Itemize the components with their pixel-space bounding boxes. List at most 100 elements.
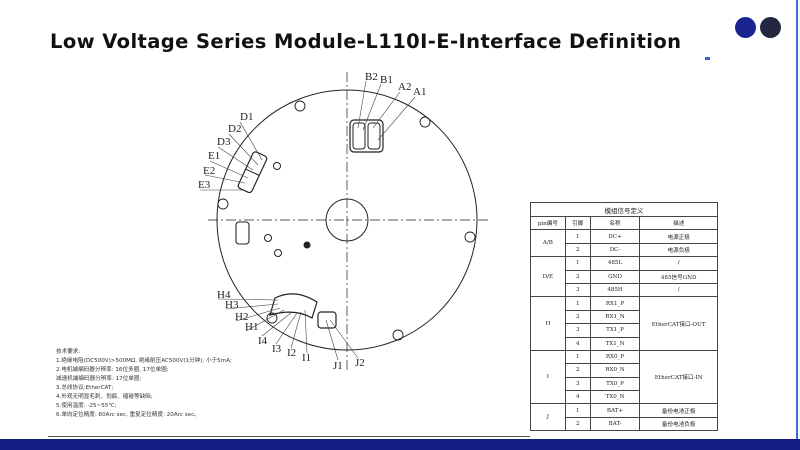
note-line: 1.绝缘电阻(DC500V)>500MΩ, 绝缘耐压AC500V(1分钟), 小… (56, 358, 232, 364)
signal-name: DC- (589, 242, 641, 258)
signal-name: 485H (589, 282, 641, 298)
label-b1: B1 (380, 74, 393, 86)
note-line: 3.总线协议:EtherCAT; (56, 385, 114, 391)
label-e3: E3 (198, 179, 211, 191)
accent-mark (705, 57, 710, 60)
label-i2: I2 (287, 347, 296, 359)
label-i1: I1 (302, 352, 311, 364)
signal-desc: EtherCAT接口-OUT (639, 296, 718, 351)
note-line: 6.单向定位精度: 60Arc sec, 重复定位精度: 20Arc sec。 (56, 412, 200, 418)
signal-name: RX0_P (589, 349, 641, 365)
connector-ab (349, 119, 384, 153)
label-d3: D3 (217, 136, 231, 148)
label-j2: J2 (355, 357, 365, 369)
label-a1: A1 (413, 86, 426, 98)
pin-cell: A/B (530, 229, 566, 258)
signal-name: BAT+ (589, 403, 641, 418)
pin-cell: J (530, 403, 566, 432)
decor-dot-dark (760, 17, 781, 38)
pin-number: 3 (564, 323, 591, 338)
pin-number: 1 (564, 403, 591, 418)
signal-name: RX1_N (589, 309, 641, 325)
pin-number: 2 (564, 416, 591, 432)
signal-desc: 备份电池负极 (639, 416, 718, 432)
label-i4: I4 (258, 335, 268, 347)
label-h4: H4 (217, 289, 231, 301)
signal-desc: 电源负极 (639, 242, 718, 258)
pin-cell: D/E (530, 256, 566, 298)
pin-number: 2 (564, 269, 591, 284)
slide-title: Low Voltage Series Module-L110I-E-Interf… (50, 30, 682, 53)
signal-name: TX1_P (589, 323, 641, 338)
signal-name: RX0_N (589, 363, 641, 378)
signal-desc: 电源正极 (639, 229, 718, 244)
label-i3: I3 (272, 343, 282, 355)
signal-name: 485L (589, 256, 641, 271)
col-header: 引脚 (564, 215, 591, 231)
notes-heading: 技术要求: (56, 349, 81, 355)
signal-desc: 备份电池正极 (639, 403, 718, 418)
pin-number: 1 (564, 296, 591, 311)
technical-requirements: 技术要求: 1.绝缘电阻(DC500V)>500MΩ, 绝缘耐压AC500V(1… (56, 348, 232, 420)
table-title: 模组信号定义 (530, 202, 718, 217)
label-e1: E1 (208, 150, 220, 162)
pin-number: 2 (564, 242, 591, 258)
signal-name: TX0_P (589, 376, 641, 392)
pin-cell: I (530, 349, 566, 405)
col-header: 描述 (639, 215, 718, 231)
label-j1: J1 (333, 360, 343, 372)
label-d1: D1 (240, 111, 253, 123)
pin-number: 1 (564, 256, 591, 271)
col-header: 名称 (589, 215, 641, 231)
pin-number: 4 (564, 336, 591, 351)
signal-name: DC+ (589, 229, 641, 244)
signal-name: GND (589, 269, 641, 284)
label-d2: D2 (228, 123, 241, 135)
leader-lines (200, 80, 416, 361)
connector-de (237, 151, 268, 194)
signal-desc: / (639, 282, 718, 298)
label-h1: H1 (245, 321, 258, 333)
table-header-row: pin编号 引脚 名称 描述 (530, 215, 718, 231)
label-e2: E2 (203, 165, 215, 177)
drawing-border-line (48, 436, 530, 437)
note-line: 减速机端编码器分辨率: 17位单圈; (56, 376, 142, 382)
pin-cell: H (530, 296, 566, 351)
label-h2: H2 (235, 311, 248, 323)
signal-desc: / (639, 256, 718, 271)
pin-number: 3 (564, 282, 591, 298)
note-line: 2.电机端编码器分辨率: 16位多圈, 17位单圈; (56, 367, 169, 373)
signal-name: TX0_N (589, 390, 641, 405)
right-edge-line (796, 0, 798, 439)
note-line: 5.使用温度: -25~55℃; (56, 403, 117, 409)
pin-number: 3 (564, 376, 591, 392)
connector-left (235, 221, 250, 245)
col-header: pin编号 (530, 215, 566, 231)
pin-number: 4 (564, 390, 591, 405)
pin-number: 1 (564, 229, 591, 244)
signal-desc: EtherCAT接口-IN (639, 349, 718, 405)
signal-name: RX1_P (589, 296, 641, 311)
label-a2: A2 (398, 81, 411, 93)
pin-number: 2 (564, 309, 591, 325)
pin-number: 2 (564, 363, 591, 378)
connector-j (317, 311, 337, 329)
label-b2: B2 (365, 71, 378, 83)
decor-dot-blue (735, 17, 756, 38)
label-h3: H3 (225, 299, 239, 311)
signal-name: BAT- (589, 416, 641, 432)
footer-bar (0, 439, 800, 450)
